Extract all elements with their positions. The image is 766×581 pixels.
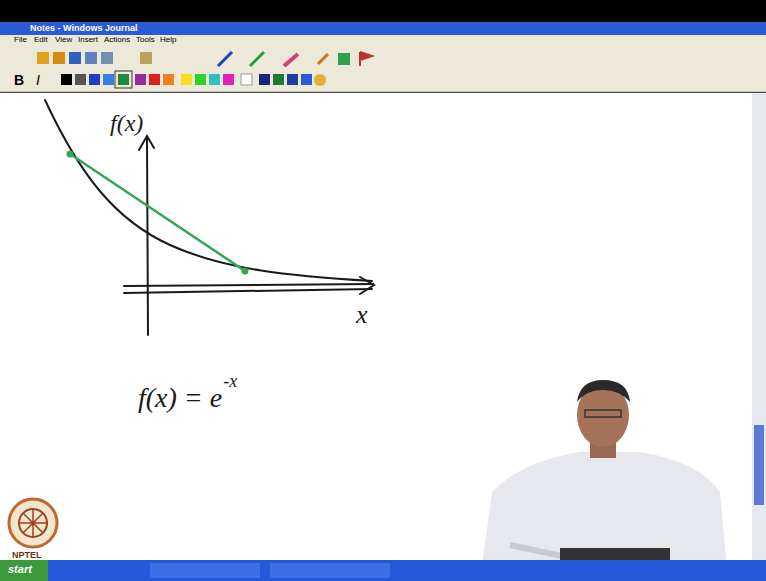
x-axis bbox=[124, 284, 373, 286]
menu-item: File bbox=[14, 36, 27, 44]
scrollbar bbox=[752, 93, 766, 560]
logo-text: NPTEL bbox=[12, 551, 42, 560]
function-formula: f(x) = e bbox=[138, 384, 222, 412]
nptel-logo bbox=[9, 499, 57, 547]
menu-bar bbox=[0, 35, 766, 46]
menu-item: Actions bbox=[104, 36, 130, 44]
menu-item: Tools bbox=[136, 36, 155, 44]
toolbar bbox=[0, 46, 766, 92]
chord-line bbox=[70, 154, 245, 271]
menu-item: Insert bbox=[78, 36, 98, 44]
exp-curve bbox=[45, 100, 372, 281]
y-axis-arrow bbox=[139, 136, 154, 150]
taskbar bbox=[0, 560, 766, 581]
task-button bbox=[150, 563, 260, 578]
toolbar-icons bbox=[37, 52, 372, 66]
menu-item: View bbox=[55, 36, 72, 44]
start-label: start bbox=[8, 564, 32, 575]
start-button bbox=[0, 560, 48, 581]
graph-sketch bbox=[45, 100, 374, 335]
axis-label: f(x) bbox=[110, 111, 143, 135]
italic-button: I bbox=[36, 73, 40, 87]
y-axis bbox=[147, 138, 148, 335]
chord-end bbox=[68, 152, 73, 157]
color-palette bbox=[61, 71, 326, 88]
window-title: Notes - Windows Journal bbox=[30, 24, 137, 33]
scroll-thumb bbox=[754, 425, 764, 505]
axis-label: x bbox=[356, 302, 368, 328]
menu-item: Help bbox=[160, 36, 176, 44]
exponent: -x bbox=[223, 372, 237, 390]
lecturer bbox=[480, 380, 728, 581]
toolbar-edge bbox=[0, 92, 766, 93]
x-axis-double bbox=[124, 289, 372, 293]
top-border bbox=[0, 0, 766, 22]
menu-item: Edit bbox=[34, 36, 48, 44]
task-button bbox=[270, 563, 390, 578]
chord-end bbox=[243, 269, 248, 274]
title-bar bbox=[0, 22, 766, 35]
bold-button: B bbox=[14, 73, 24, 87]
